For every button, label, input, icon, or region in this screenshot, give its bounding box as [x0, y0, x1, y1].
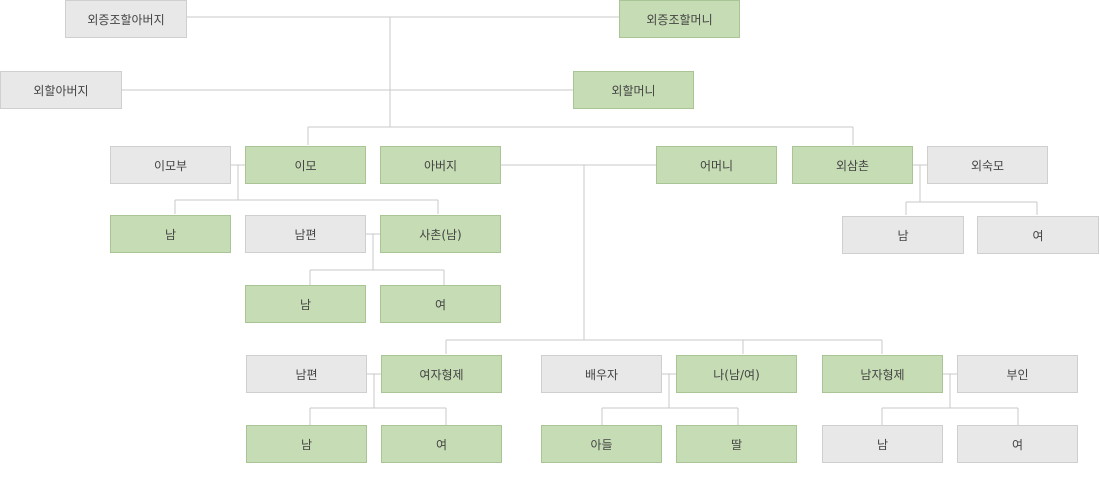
node-maternal-uncle-wife: 외숙모: [927, 146, 1048, 184]
node-cousin: 사촌(남): [380, 215, 501, 253]
node-father: 아버지: [380, 146, 501, 184]
node-sister-son: 남: [246, 425, 367, 463]
node-aunt-husband: 이모부: [110, 146, 231, 184]
node-brother-daughter: 여: [957, 425, 1078, 463]
node-cousin-husband: 남편: [245, 215, 366, 253]
node-cousin-daughter: 여: [380, 285, 501, 323]
node-sister: 여자형제: [381, 355, 502, 393]
node-self-son: 아들: [541, 425, 662, 463]
node-mother: 어머니: [656, 146, 777, 184]
node-sister-daughter: 여: [381, 425, 502, 463]
node-sister-husband: 남편: [246, 355, 367, 393]
node-maternal-grandfather: 외할아버지: [0, 71, 122, 109]
node-maternal-uncle: 외삼촌: [792, 146, 913, 184]
node-uncle-son: 남: [842, 216, 964, 254]
node-brother-son: 남: [822, 425, 943, 463]
node-maternal-grandmother: 외할머니: [573, 71, 694, 109]
node-self: 나(남/여): [676, 355, 797, 393]
node-aunt: 이모: [245, 146, 366, 184]
node-uncle-daughter: 여: [977, 216, 1099, 254]
node-maternal-great-grandmother: 외증조할머니: [619, 0, 740, 38]
node-spouse: 배우자: [541, 355, 662, 393]
node-self-daughter: 딸: [676, 425, 797, 463]
node-brother: 남자형제: [822, 355, 943, 393]
node-brother-wife: 부인: [957, 355, 1078, 393]
node-aunt-son: 남: [110, 215, 231, 253]
node-maternal-great-grandfather: 외증조할아버지: [65, 0, 187, 38]
node-cousin-son: 남: [245, 285, 366, 323]
